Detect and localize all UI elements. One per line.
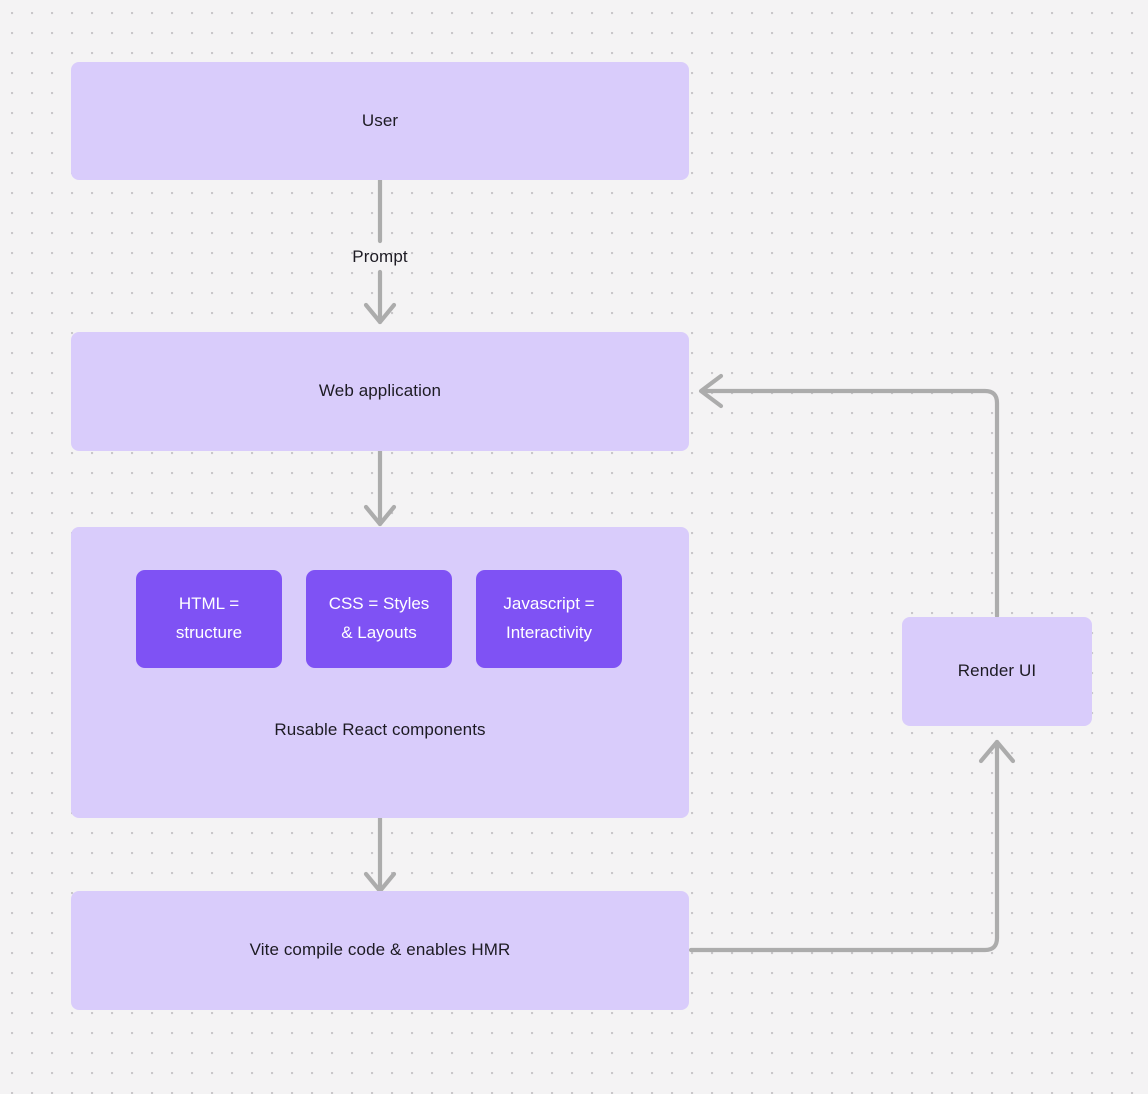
node-web-application-label: Web application bbox=[318, 381, 442, 401]
node-vite[interactable]: Vite compile code & enables HMR bbox=[71, 891, 689, 1010]
node-user[interactable]: User bbox=[71, 62, 689, 180]
node-render-ui-label: Render UI bbox=[957, 661, 1037, 681]
node-components-group-caption: Rusable React components bbox=[274, 720, 486, 739]
node-vite-label: Vite compile code & enables HMR bbox=[249, 940, 511, 960]
chip-css-line1: CSS = Styles bbox=[328, 594, 430, 614]
chip-css-label: CSS = Styles & Layouts bbox=[329, 590, 430, 648]
chip-javascript[interactable]: Javascript = Interactivity bbox=[476, 570, 622, 668]
edge-vite-to-render-ui bbox=[688, 739, 1016, 953]
chip-javascript-line2: Interactivity bbox=[506, 623, 592, 642]
node-web-application[interactable]: Web application bbox=[71, 332, 689, 451]
node-user-label: User bbox=[361, 110, 399, 130]
chip-html[interactable]: HTML = structure bbox=[136, 570, 282, 668]
edge-components-to-vite bbox=[363, 815, 397, 894]
node-render-ui[interactable]: Render UI bbox=[902, 617, 1092, 726]
chip-html-line1: HTML = bbox=[178, 594, 240, 614]
node-components-group[interactable]: HTML = structure CSS = Styles & Layouts … bbox=[71, 527, 689, 818]
edge-label-prompt: Prompt bbox=[352, 247, 408, 266]
edge-render-ui-to-web-application bbox=[698, 373, 1000, 619]
edge-web-application-to-components bbox=[363, 448, 397, 527]
chip-javascript-line1: Javascript = bbox=[503, 594, 595, 614]
chip-css-line2: & Layouts bbox=[341, 623, 417, 642]
chip-javascript-label: Javascript = Interactivity bbox=[503, 590, 594, 648]
chip-css[interactable]: CSS = Styles & Layouts bbox=[306, 570, 452, 668]
chip-html-label: HTML = structure bbox=[176, 590, 242, 648]
chip-html-line2: structure bbox=[175, 623, 243, 642]
